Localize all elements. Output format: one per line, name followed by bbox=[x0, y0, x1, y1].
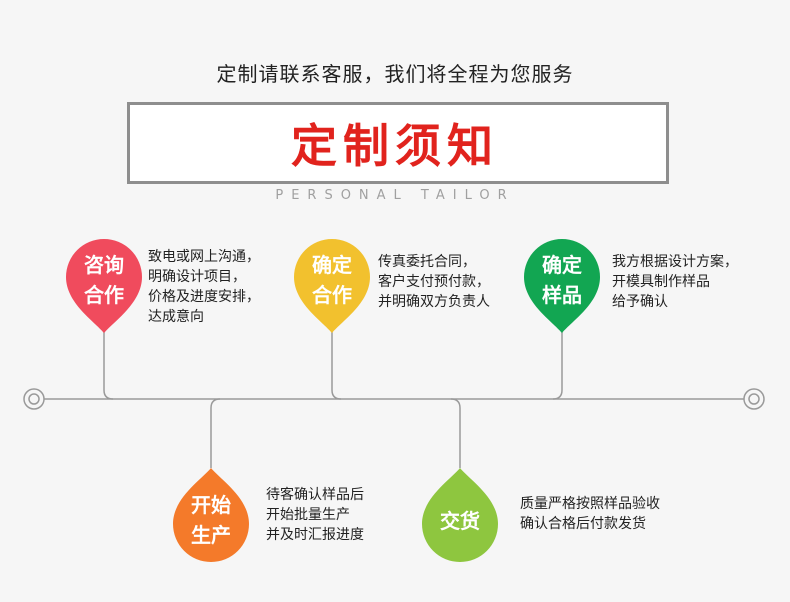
page-title: 定制须知 bbox=[291, 119, 499, 173]
step5-description: 质量严格按照样品验收 确认合格后付款发货 bbox=[520, 496, 660, 532]
step2-description: 传真委托合同， 客户支付预付款， 并明确双方负责人 bbox=[378, 254, 490, 310]
step5-marker bbox=[422, 468, 498, 562]
step4-label: 开始 生产 bbox=[191, 493, 231, 547]
title-frame bbox=[127, 102, 669, 184]
step3-description: 我方根据设计方案， 开模具制作样品 给予确认 bbox=[612, 254, 738, 310]
step2-marker bbox=[294, 239, 370, 333]
step3-marker bbox=[524, 239, 600, 333]
step2-label: 确定 合作 bbox=[312, 253, 352, 307]
step4-description: 待客确认样品后 开始批量生产 并及时汇报进度 bbox=[266, 487, 364, 543]
step4-marker bbox=[173, 468, 249, 562]
step5-label: 交货 bbox=[440, 509, 480, 533]
step3-label: 确定 样品 bbox=[542, 253, 582, 307]
step1-label: 咨询 合作 bbox=[84, 253, 124, 307]
step1-description: 致电或网上沟通， 明确设计项目， 价格及进度安排， 达成意向 bbox=[148, 249, 260, 325]
header-subtitle: 定制请联系客服，我们将全程为您服务 bbox=[216, 62, 574, 86]
step1-marker bbox=[66, 239, 142, 333]
page-title-english: PERSONAL TAILOR bbox=[275, 188, 515, 203]
